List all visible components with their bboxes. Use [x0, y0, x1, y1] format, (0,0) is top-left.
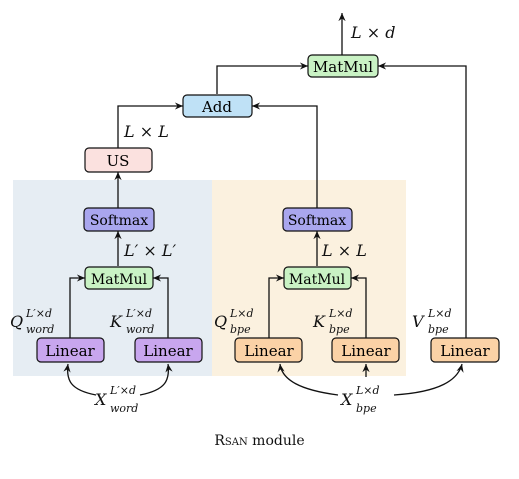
linear-k-bpe-node: Linear — [331, 337, 400, 363]
x-bpe-base: X — [339, 390, 353, 409]
matmul-bpe-node: MatMul — [283, 266, 352, 290]
matmul-top-label: MatMul — [313, 58, 373, 76]
q-bpe-sub: bpe — [230, 323, 251, 336]
q-bpe-sup: L×d — [229, 307, 254, 320]
k-bpe-symbol: K L×d bpe — [312, 307, 353, 336]
caption-model-name: Rsan — [214, 433, 248, 449]
softmax-word-node: Softmax — [83, 207, 155, 232]
output-dim-label: L × d — [350, 23, 395, 42]
linear-q-word-label: Linear — [45, 342, 95, 360]
k-bpe-sub: bpe — [329, 323, 350, 336]
caption-rest: module — [247, 433, 305, 449]
q-word-base: Q — [10, 312, 23, 331]
figure-caption: Rsan module — [0, 433, 519, 449]
x-word-base: X — [93, 390, 107, 409]
q-bpe-base: Q — [214, 312, 227, 331]
linear-k-word-node: Linear — [134, 337, 203, 363]
linear-q-bpe-label: Linear — [244, 342, 294, 360]
v-bpe-sup: L×d — [427, 307, 452, 320]
softmax-bpe-label: Softmax — [288, 213, 346, 229]
linear-v-bpe-node: Linear — [430, 337, 500, 363]
connector-lines — [63, 12, 467, 396]
linear-v-bpe-label: Linear — [440, 342, 490, 360]
q-word-symbol: Q L′×d word — [10, 307, 54, 336]
us-label: US — [107, 152, 130, 170]
v-bpe-base: V — [412, 312, 425, 331]
x-word-symbol: X L′×d word — [93, 384, 138, 415]
k-bpe-base: K — [312, 312, 326, 331]
add-node: Add — [182, 94, 253, 118]
k-word-sub: word — [126, 323, 154, 336]
q-bpe-symbol: Q L×d bpe — [214, 307, 254, 336]
us-node: US — [84, 147, 153, 173]
q-word-sup: L′×d — [25, 307, 52, 320]
bpe-attn-dim-label: L × L — [321, 241, 367, 260]
linear-k-bpe-label: Linear — [341, 342, 391, 360]
linear-k-word-label: Linear — [143, 342, 193, 360]
v-bpe-symbol: V L×d bpe — [412, 307, 452, 336]
matmul-top-node: MatMul — [307, 54, 379, 78]
k-word-symbol: K L′×d word — [109, 307, 154, 336]
matmul-bpe-label: MatMul — [289, 272, 346, 288]
us-dim-label: L × L — [123, 122, 169, 141]
linear-q-bpe-node: Linear — [234, 337, 303, 363]
k-word-sup: L′×d — [125, 307, 152, 320]
k-word-base: K — [109, 312, 123, 331]
matmul-word-label: MatMul — [91, 272, 148, 288]
x-word-sub: word — [110, 402, 138, 415]
x-word-sup: L′×d — [109, 384, 136, 397]
matmul-word-node: MatMul — [84, 266, 154, 290]
add-label: Add — [201, 98, 232, 116]
x-bpe-sub: bpe — [356, 402, 377, 415]
x-bpe-sup: L×d — [355, 384, 380, 397]
linear-q-word-node: Linear — [36, 337, 105, 363]
k-bpe-sup: L×d — [328, 307, 353, 320]
x-bpe-symbol: X L×d bpe — [339, 384, 380, 415]
softmax-bpe-node: Softmax — [282, 207, 353, 232]
q-word-sub: word — [26, 323, 54, 336]
v-bpe-sub: bpe — [428, 323, 449, 336]
word-attn-dim-label: L′ × L′ — [123, 241, 176, 260]
softmax-word-label: Softmax — [90, 213, 148, 229]
